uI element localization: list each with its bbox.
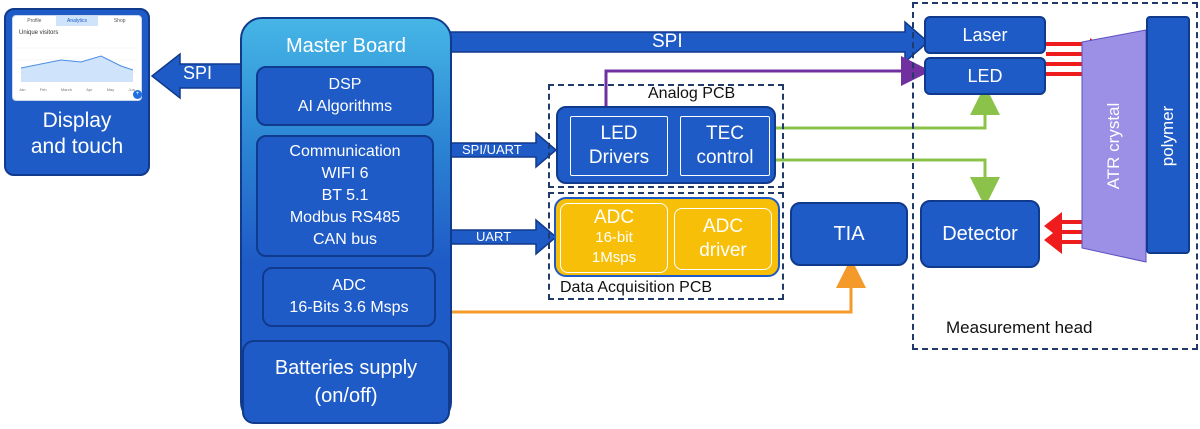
comm-line-canbus: CAN bus — [312, 231, 378, 248]
x-tick-feb: Feb — [39, 87, 47, 92]
x-tick-may: May — [106, 87, 115, 92]
master-adc-line1: ADC — [332, 277, 366, 294]
led-label: LED — [967, 65, 1003, 86]
display-screen: Profile Analytics Shop Unique visitors J… — [12, 15, 142, 101]
comm-line-bt: BT 5.1 — [321, 187, 369, 204]
led-block: LED — [924, 57, 1046, 95]
daq-adc-line3: 1Msps — [591, 249, 637, 266]
display-panel: Profile Analytics Shop Unique visitors J… — [4, 8, 150, 176]
daq-pcb-title: Data Acquisition PCB — [560, 279, 713, 296]
uart-arrow — [449, 218, 558, 256]
spi-uart-label: SPI/UART — [462, 142, 522, 157]
detector-block: Detector — [920, 200, 1040, 268]
tia-block: TIA — [790, 202, 908, 266]
spi-left-label: SPI — [183, 63, 213, 83]
measurement-head-frame — [912, 2, 1198, 350]
purple-wire — [604, 56, 931, 118]
green-wire-detector — [775, 158, 1000, 207]
communication-block: Communication WIFI 6 BT 5.1 Modbus RS485… — [256, 135, 434, 257]
analog-pcb-title: Analog PCB — [648, 85, 736, 102]
spi-top-label: SPI — [652, 31, 683, 52]
adc-driver-line2: driver — [699, 240, 747, 261]
comm-line-communication: Communication — [289, 143, 401, 160]
display-label: Display and touch — [6, 102, 148, 166]
spi-uart-arrow — [449, 131, 558, 169]
adc-driver-line1: ADC — [702, 216, 744, 237]
dsp-line2: AI Algorithms — [297, 98, 393, 115]
polymer-block — [1146, 16, 1190, 254]
adc-driver-block: ADC driver — [674, 208, 772, 270]
tec-control-block: TEC control — [680, 116, 770, 176]
led-drivers-block: LED Drivers — [570, 116, 668, 176]
daq-pcb-frame — [548, 192, 784, 300]
master-adc-line2: 16-Bits 3.6 Msps — [289, 299, 409, 316]
laser-block: Laser — [924, 16, 1046, 54]
x-tick-apr: Apr — [86, 87, 93, 92]
spi-top-arrow — [447, 20, 930, 64]
screen-tab-profile[interactable]: Profile — [27, 18, 42, 24]
screen-line-chart — [17, 47, 137, 82]
analog-pcb-board — [556, 106, 776, 184]
analog-pcb-frame — [548, 84, 784, 188]
screen-tab-shop[interactable]: Shop — [113, 18, 126, 24]
detector-label: Detector — [942, 222, 1018, 245]
battery-block: Batteries supply (on/off) — [242, 340, 450, 424]
green-wire-led — [775, 85, 1000, 130]
screen-action-button[interactable]: + — [133, 90, 142, 99]
x-tick-jun: Jun — [128, 87, 135, 92]
battery-line1: Batteries supply — [274, 357, 418, 379]
daq-adc-title: ADC — [593, 207, 635, 228]
led-drivers-line1: LED — [600, 123, 638, 144]
tec-line1: TEC — [706, 123, 744, 144]
comm-line-modbus: Modbus RS485 — [289, 209, 401, 226]
battery-line2: (on/off) — [314, 385, 378, 407]
daq-adc-line2: 16-bit — [595, 229, 633, 246]
led-drivers-line2: Drivers — [588, 147, 650, 168]
master-adc-block: ADC 16-Bits 3.6 Msps — [262, 267, 436, 327]
measurement-head-title: Measurement head — [946, 318, 1093, 337]
screen-tab-analytics[interactable]: Analytics — [55, 16, 99, 26]
master-board-title: Master Board — [285, 35, 407, 57]
display-label-line2: and touch — [30, 135, 124, 158]
dsp-block: DSP AI Algorithms — [256, 66, 434, 126]
screen-chart-title: Unique visitors — [19, 30, 59, 36]
daq-adc-block: ADC 16-bit 1Msps — [560, 203, 668, 273]
orange-wire — [440, 258, 866, 314]
screen-tabs: Profile Analytics Shop — [13, 16, 141, 26]
display-label-line1: Display — [42, 109, 112, 132]
screen-x-ticks: Jan Feb March Apr May Jun — [19, 87, 135, 92]
dsp-line1: DSP — [328, 76, 362, 93]
x-tick-jan: Jan — [19, 87, 26, 92]
comm-line-wifi: WIFI 6 — [321, 165, 369, 182]
uart-label: UART — [476, 229, 512, 244]
x-tick-march: March — [60, 87, 72, 92]
laser-label: Laser — [962, 24, 1008, 45]
polymer-label: polymer — [1158, 105, 1177, 167]
tia-label: TIA — [833, 222, 865, 245]
atr-crystal-shape — [1081, 29, 1147, 263]
tec-line2: control — [696, 147, 754, 168]
crystal-label: ATR crystal — [1104, 102, 1123, 190]
